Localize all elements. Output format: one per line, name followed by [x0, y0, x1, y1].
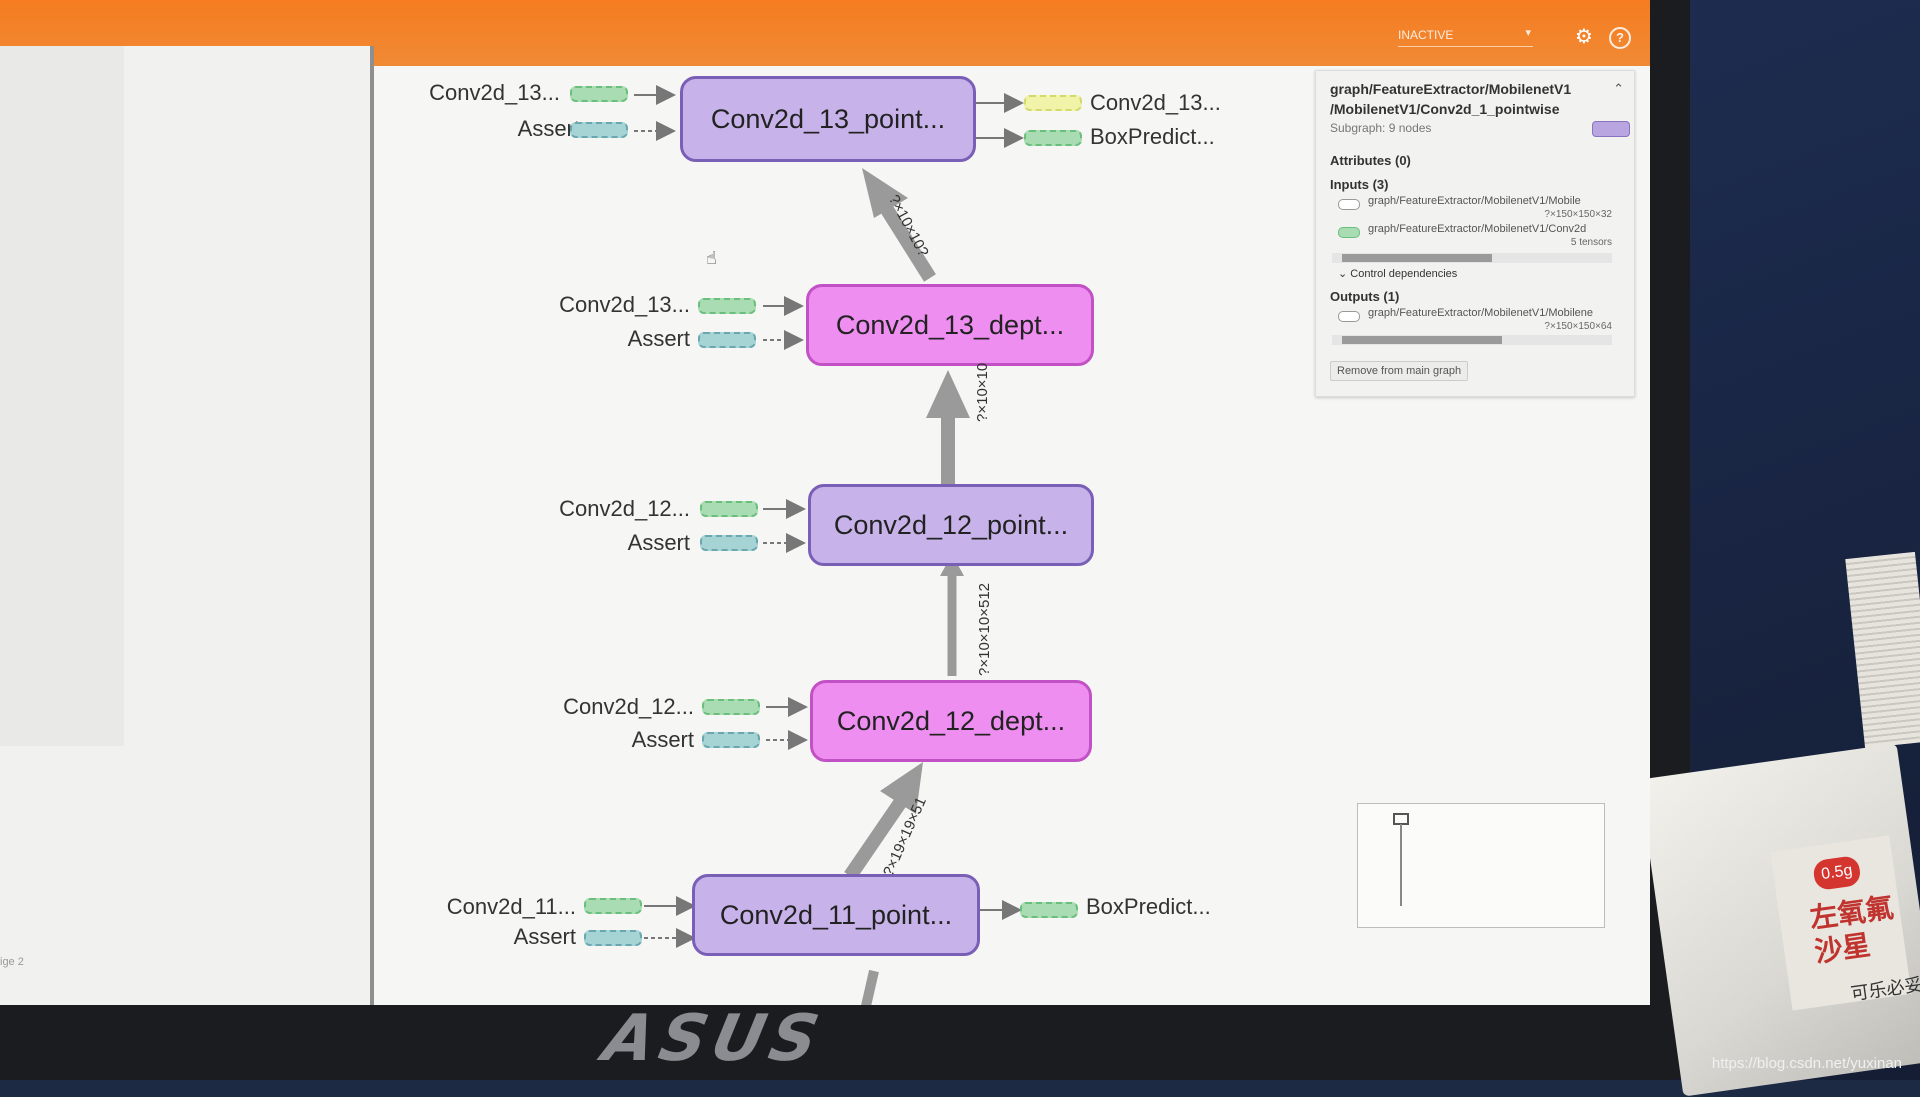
input-assert-label[interactable]: Assert — [513, 924, 576, 949]
graph-minimap[interactable] — [1357, 803, 1605, 928]
node-conv2d-13-depthwise[interactable]: Conv2d_13_dept... — [806, 284, 1094, 366]
edge-shape-label: ?×10×10 — [974, 362, 991, 422]
output-label[interactable]: BoxPredict... — [1086, 894, 1211, 919]
medicine-box: 0.5g 左氧氟沙星 可乐必妥 — [1638, 743, 1920, 1097]
node-label: Conv2d_11_point... — [719, 899, 953, 930]
node-label: Conv2d_13_point... — [710, 103, 946, 134]
node-info-card: graph/FeatureExtractor/MobilenetV1 /Mobi… — [1315, 70, 1635, 397]
outputs-scrollbar[interactable] — [1332, 335, 1612, 345]
info-card-title: graph/FeatureExtractor/MobilenetV1 /Mobi… — [1330, 81, 1572, 117]
input-weight-label[interactable]: Conv2d_13... — [429, 80, 560, 105]
help-icon[interactable]: ? — [1609, 27, 1631, 49]
sidebar-resize-handle[interactable] — [370, 46, 374, 1005]
input-assert-label[interactable]: Assert — [627, 326, 690, 351]
output-op-icon — [1338, 311, 1360, 322]
output-pill[interactable] — [1024, 130, 1082, 146]
input-assert-pill[interactable] — [702, 732, 760, 748]
attributes-header[interactable]: Attributes (0) — [1330, 153, 1411, 168]
input-weight-label[interactable]: Conv2d_13... — [559, 292, 690, 317]
input-assert-label[interactable]: Assert — [517, 116, 580, 141]
edge-arrow-13dept — [926, 370, 970, 418]
input-weight-pill[interactable] — [570, 86, 628, 102]
input-weight-pill[interactable] — [698, 298, 756, 314]
input-assert-pill[interactable] — [700, 535, 758, 551]
scrollbar-thumb[interactable] — [1342, 254, 1492, 262]
sidebar-footer: ige 2 — [0, 956, 24, 968]
edge-13dept-13point — [880, 204, 936, 282]
inputs-scrollbar[interactable] — [1332, 253, 1612, 263]
edge-11point-12dept — [844, 796, 908, 880]
output-pill[interactable] — [1024, 95, 1082, 111]
edge-below-11point — [861, 969, 879, 1005]
graph-edges — [634, 85, 1024, 1005]
node-label: Conv2d_12_point... — [833, 509, 1069, 540]
input-assert-pill[interactable] — [570, 122, 628, 138]
input-assert-pill[interactable] — [698, 332, 756, 348]
remove-from-main-graph-button[interactable]: Remove from main graph — [1330, 361, 1469, 381]
node-label: Conv2d_12_dept... — [836, 705, 1066, 736]
sidebar-inner — [0, 46, 124, 746]
node-conv2d-12-pointwise[interactable]: Conv2d_12_point... — [808, 484, 1094, 566]
input-weight-label[interactable]: Conv2d_12... — [559, 496, 690, 521]
input-row-dims: ?×150×150×32 — [1544, 209, 1612, 220]
edge-arrow-12dept — [880, 762, 923, 814]
edge-arrow-13point — [862, 168, 908, 218]
output-label[interactable]: BoxPredict... — [1090, 124, 1215, 149]
node-conv2d-11-pointwise[interactable]: Conv2d_11_point... — [692, 874, 980, 956]
source-watermark: https://blog.csdn.net/yuxinan — [1711, 1055, 1902, 1072]
gear-icon[interactable]: ⚙ — [1575, 26, 1593, 48]
run-selector[interactable]: INACTIVE ▾ — [1398, 24, 1533, 47]
input-weight-label[interactable]: Conv2d_11... — [446, 894, 576, 919]
box-drug-name: 左氧氟沙星 — [1807, 891, 1896, 968]
output-row-name[interactable]: graph/FeatureExtractor/MobilenetV1/Mobil… — [1368, 307, 1594, 319]
control-dependencies-toggle[interactable]: ⌄ Control dependencies — [1338, 268, 1458, 280]
input-row-name[interactable]: graph/FeatureExtractor/MobilenetV1/Conv2… — [1368, 223, 1587, 235]
outputs-header[interactable]: Outputs (1) — [1330, 289, 1400, 304]
input-assert-label[interactable]: Assert — [631, 727, 694, 752]
node-label: Conv2d_13_dept... — [835, 309, 1065, 340]
subgraph-count: Subgraph: 9 nodes — [1330, 121, 1432, 135]
chevron-down-icon: ▾ — [1525, 27, 1531, 39]
node-conv2d-13-pointwise[interactable]: Conv2d_13_point... — [680, 76, 976, 162]
input-op-icon — [1338, 227, 1360, 238]
output-row-dims: ?×150×150×64 — [1544, 321, 1612, 332]
input-weight-pill[interactable] — [584, 898, 642, 914]
input-assert-pill[interactable] — [584, 930, 642, 946]
input-op-icon — [1338, 199, 1360, 210]
scrollbar-thumb[interactable] — [1342, 336, 1502, 344]
sidebar: ige 2 — [0, 46, 374, 1005]
node-color-swatch — [1592, 121, 1630, 137]
input-row-name[interactable]: graph/FeatureExtractor/MobilenetV1/Mobil… — [1368, 195, 1581, 207]
run-selector-value: INACTIVE — [1398, 28, 1454, 42]
monitor-screen: INACTIVE ▾ ⚙ ? ige 2 — [0, 0, 1650, 1005]
input-row-dims: 5 tensors — [1570, 237, 1612, 248]
output-label[interactable]: Conv2d_13... — [1090, 90, 1221, 115]
chevron-up-icon[interactable]: ⌃ — [1613, 81, 1624, 96]
brand-logo: ASUS — [597, 1002, 831, 1076]
input-weight-label[interactable]: Conv2d_12... — [563, 694, 694, 719]
output-pill[interactable] — [1020, 902, 1078, 918]
control-dependencies-label: Control dependencies — [1350, 268, 1458, 280]
input-weight-pill[interactable] — [700, 501, 758, 517]
hand-cursor-icon: ☝ — [706, 248, 717, 268]
graph-canvas[interactable]: Conv2d_13_point... Conv2d_13_dept... Con… — [378, 46, 1318, 1005]
input-assert-label[interactable]: Assert — [627, 530, 690, 555]
edge-shape-label: ?×10×10×512 — [976, 582, 993, 676]
node-conv2d-12-depthwise[interactable]: Conv2d_12_dept... — [810, 680, 1092, 762]
minimap-thumbnail — [1393, 813, 1409, 906]
input-weight-pill[interactable] — [702, 699, 760, 715]
inputs-header[interactable]: Inputs (3) — [1330, 177, 1389, 192]
